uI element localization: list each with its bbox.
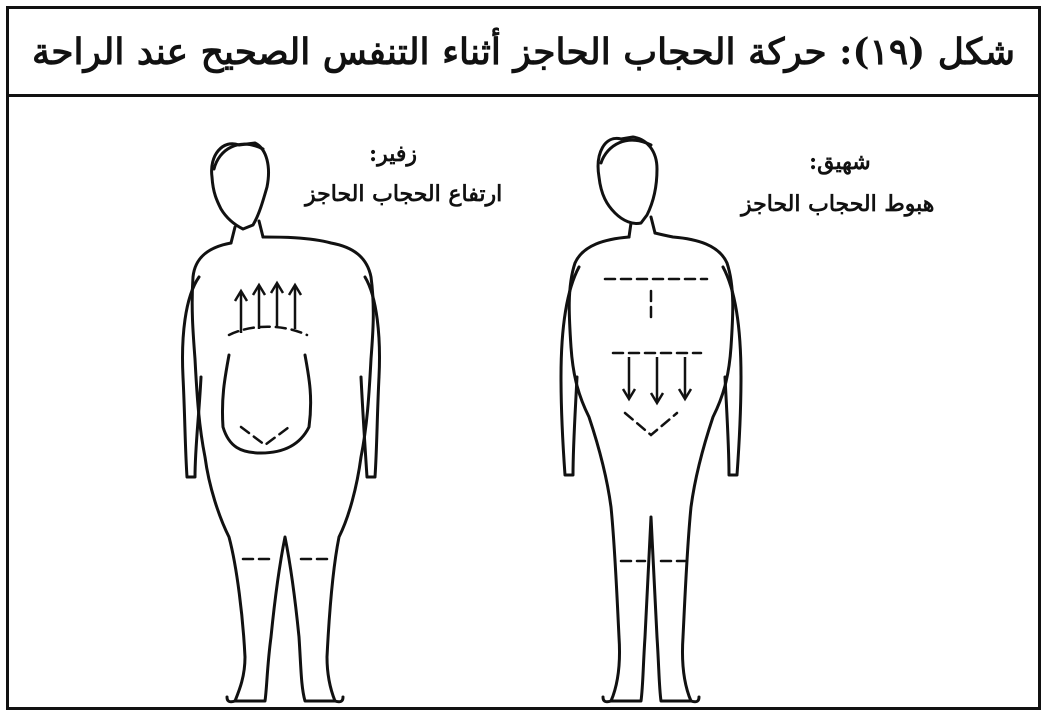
exhale-torso [192,237,373,701]
figure-area: زفير: ارتفاع الحجاب الحاجز شهيق: هبوط ال… [9,97,1038,707]
title-bar: شكل (١٩): حركة الحجاب الحاجز أثناء التنف… [9,9,1038,97]
exhale-belly [222,355,310,453]
inhale-down-arrows [623,357,691,403]
exhale-body-figure [183,143,380,702]
inhale-body-figure [561,137,741,702]
figure-title: شكل (١٩): حركة الحجاب الحاجز أثناء التنف… [32,31,1015,73]
inhale-torso [569,233,733,701]
figure-frame: شكل (١٩): حركة الحجاب الحاجز أثناء التنف… [6,6,1041,710]
